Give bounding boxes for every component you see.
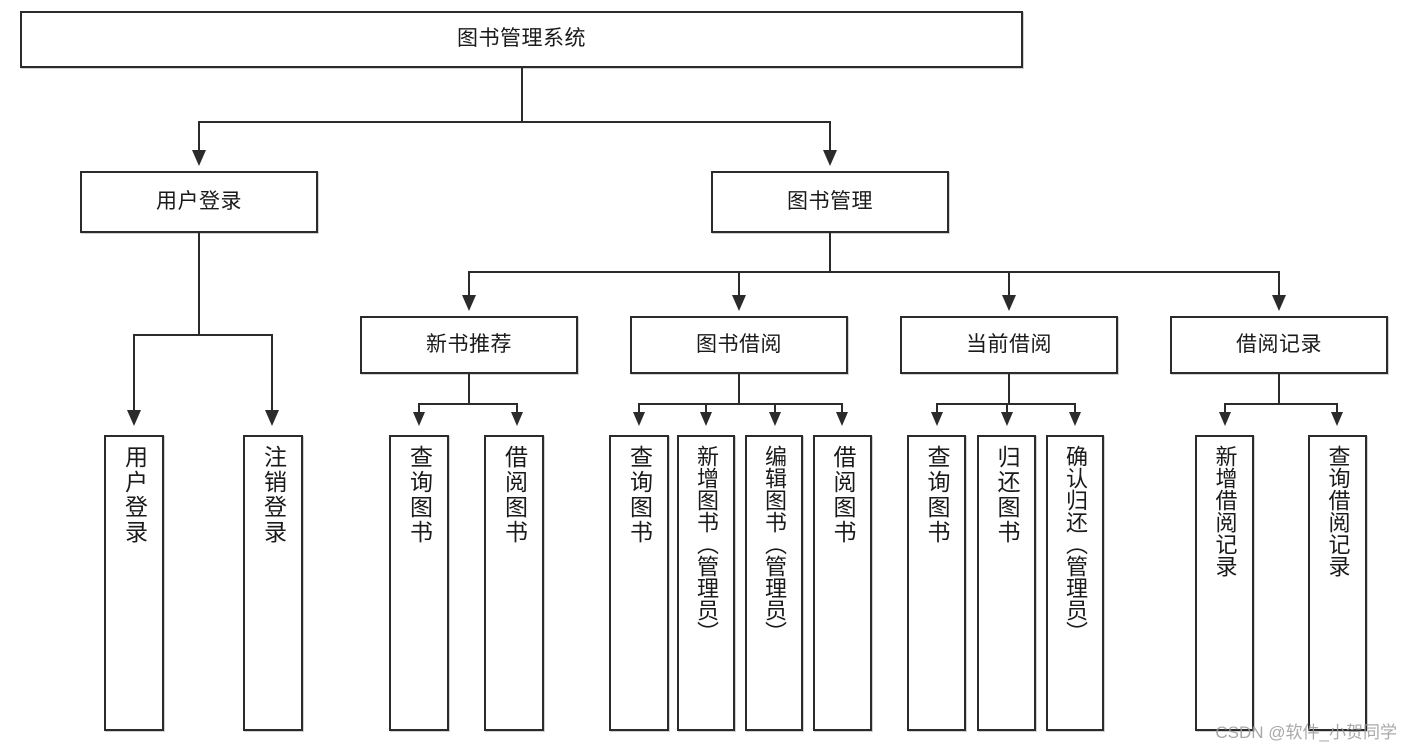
arrowhead-bm-child-3 [1002,295,1016,311]
connector-bb-drop-1 [638,403,640,414]
leaf-user-login-label: 用户登录 [121,445,148,545]
arrowhead-user-login-leaf-2 [265,410,279,426]
leaf-confirm-return-label: 确认归还（管理员） [1063,445,1088,643]
leaf-add-record-label: 新增借阅记录 [1212,445,1238,577]
arrowhead-bm-child-1 [462,295,476,311]
node-book-borrow[interactable]: 图书借阅 [630,316,848,374]
node-current-borrow[interactable]: 当前借阅 [900,316,1118,374]
node-new-book-recommend-label: 新书推荐 [426,332,512,356]
node-root-label: 图书管理系统 [457,27,586,51]
arrowhead-bm-child-4 [1272,295,1286,311]
leaf-query-book-2[interactable]: 查询图书 [609,435,669,731]
connector-user-login-drop-2 [271,334,273,412]
arrowhead-br-leaf-2 [1331,412,1343,426]
connector-root-to-book-management [829,121,831,152]
leaf-return-book[interactable]: 归还图书 [977,435,1036,731]
leaf-edit-book-label: 编辑图书（管理员） [762,445,787,643]
arrowhead-br-leaf-1 [1219,412,1231,426]
connector-nbr-bus [418,403,518,405]
connector-bb-bus [638,403,843,405]
node-book-borrow-label: 图书借阅 [696,332,782,356]
arrowhead-nbr-leaf-2 [511,412,523,426]
connector-root-stem [521,68,523,122]
leaf-add-book-label: 新增图书（管理员） [694,445,719,643]
connector-user-login-stem [198,233,200,335]
arrowhead-root-to-user-login [192,150,206,166]
connector-nbr-drop-2 [516,403,518,414]
arrowhead-root-to-book-management [823,150,837,166]
leaf-user-logout-label: 注销登录 [260,445,287,545]
node-current-borrow-label: 当前借阅 [966,332,1052,356]
leaf-query-book-1[interactable]: 查询图书 [389,435,449,731]
leaf-user-login[interactable]: 用户登录 [104,435,164,731]
leaf-borrow-book-1[interactable]: 借阅图书 [484,435,544,731]
arrowhead-bm-child-2 [732,295,746,311]
arrowhead-cb-leaf-3 [1069,412,1081,426]
arrowhead-user-login-leaf-1 [127,410,141,426]
node-book-management[interactable]: 图书管理 [711,171,949,233]
connector-bm-drop-1 [468,271,470,297]
connector-nbr-stem [468,374,470,404]
node-user-login[interactable]: 用户登录 [80,171,318,233]
connector-root-bus [198,121,831,123]
connector-bb-drop-3 [774,403,776,414]
leaf-query-book-3-label: 查询图书 [924,445,950,545]
connector-bm-drop-2 [738,271,740,297]
arrowhead-bb-leaf-3 [769,412,781,426]
connector-cb-drop-1 [936,403,938,414]
node-borrow-record-label: 借阅记录 [1236,332,1322,356]
connector-cb-drop-2 [1006,403,1008,414]
leaf-query-record[interactable]: 查询借阅记录 [1308,435,1367,731]
watermark-text: CSDN @软件_小贺同学 [1215,723,1397,742]
connector-br-drop-2 [1336,403,1338,414]
node-user-login-label: 用户登录 [156,189,242,213]
arrowhead-nbr-leaf-1 [413,412,425,426]
connector-bb-drop-2 [705,403,707,414]
connector-bm-drop-4 [1278,271,1280,297]
leaf-borrow-book-1-label: 借阅图书 [501,445,528,545]
node-borrow-record[interactable]: 借阅记录 [1170,316,1388,374]
leaf-borrow-book-2[interactable]: 借阅图书 [813,435,872,731]
arrowhead-bb-leaf-1 [633,412,645,426]
connector-user-login-drop-1 [133,334,135,412]
arrowhead-cb-leaf-2 [1001,412,1013,426]
arrowhead-cb-leaf-1 [931,412,943,426]
leaf-edit-book[interactable]: 编辑图书（管理员） [745,435,803,731]
leaf-query-book-2-label: 查询图书 [626,445,653,545]
arrowhead-bb-leaf-2 [700,412,712,426]
arrowhead-bb-leaf-4 [836,412,848,426]
leaf-query-book-3[interactable]: 查询图书 [907,435,966,731]
node-root[interactable]: 图书管理系统 [20,11,1023,68]
connector-cb-drop-3 [1074,403,1076,414]
leaf-user-logout[interactable]: 注销登录 [243,435,303,731]
leaf-query-record-label: 查询借阅记录 [1325,445,1351,577]
connector-user-login-bus [133,334,272,336]
leaf-borrow-book-2-label: 借阅图书 [830,445,856,545]
connector-br-drop-1 [1224,403,1226,414]
connector-book-management-bus [468,271,1280,273]
connector-bb-stem [738,374,740,404]
connector-nbr-drop-1 [418,403,420,414]
connector-cb-stem [1008,374,1010,404]
leaf-confirm-return[interactable]: 确认归还（管理员） [1046,435,1104,731]
connector-br-stem [1278,374,1280,404]
leaf-query-book-1-label: 查询图书 [406,445,433,545]
leaf-add-book[interactable]: 新增图书（管理员） [677,435,735,731]
connector-book-management-stem [829,233,831,272]
connector-br-bus [1224,403,1338,405]
connector-bm-drop-3 [1008,271,1010,297]
connector-bb-drop-4 [841,403,843,414]
leaf-add-record[interactable]: 新增借阅记录 [1195,435,1254,731]
connector-root-to-user-login [198,121,200,152]
node-new-book-recommend[interactable]: 新书推荐 [360,316,578,374]
leaf-return-book-label: 归还图书 [994,445,1020,545]
node-book-management-label: 图书管理 [787,189,873,213]
